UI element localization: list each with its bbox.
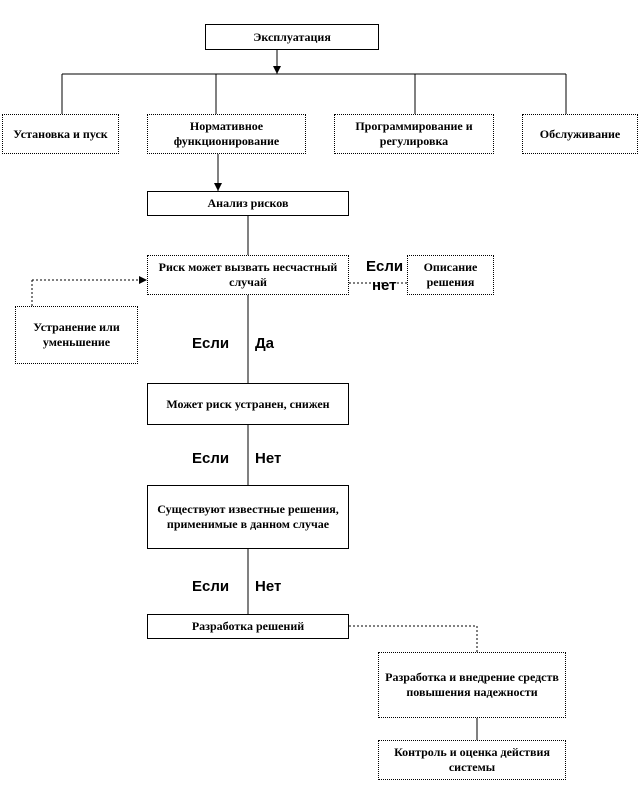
condition-no-1: нет [372,277,397,294]
condition-no-4: Нет [255,578,282,595]
node-risk-accident: Риск может вызвать несчастный случай [147,255,349,295]
node-control: Контроль и оценка действия системы [378,740,566,780]
node-can-eliminate: Может риск устранен, снижен [147,383,349,425]
node-known-solutions: Существуют известные решения, применимые… [147,485,349,549]
node-install-label: Установка и пуск [13,126,108,141]
node-programming: Программирование и регулировка [334,114,494,154]
node-risk-accident-label: Риск может вызвать несчастный случай [158,260,338,289]
node-programming-label: Программирование и регулировка [355,119,473,148]
node-normal-operation-label: Нормативное функционирование [173,119,280,148]
node-exploitation: Эксплуатация [205,24,379,50]
node-elimination-label: Устранение или уменьшение [33,320,120,349]
node-exploitation-label: Эксплуатация [253,29,331,44]
node-normal-operation: Нормативное функционирование [147,114,306,154]
node-develop-solutions-label: Разработка решений [191,619,305,633]
node-solution-description-label: Описание решения [423,260,478,289]
node-reliability-label: Разработка и внедрение средств повышения… [385,670,559,699]
condition-if-1: Если [366,258,404,275]
node-service: Обслуживание [522,114,638,154]
node-reliability: Разработка и внедрение средств повышения… [378,652,566,718]
node-can-eliminate-label: Может риск устранен, снижен [166,396,330,411]
node-control-label: Контроль и оценка действия системы [394,745,550,774]
condition-yes-2: Да [255,335,275,352]
condition-if-3: Если [192,450,230,467]
node-service-label: Обслуживание [539,126,621,141]
node-solution-description: Описание решения [407,255,494,295]
condition-if-4: Если [192,578,230,595]
condition-if-2: Если [192,335,230,352]
node-risk-analysis: Анализ рисков [147,191,349,216]
condition-no-3: Нет [255,450,282,467]
node-install: Установка и пуск [2,114,119,154]
node-known-solutions-label: Существуют известные решения, применимые… [157,502,339,531]
node-elimination: Устранение или уменьшение [15,306,138,364]
node-develop-solutions: Разработка решений [147,614,349,639]
node-risk-analysis-label: Анализ рисков [207,196,289,210]
